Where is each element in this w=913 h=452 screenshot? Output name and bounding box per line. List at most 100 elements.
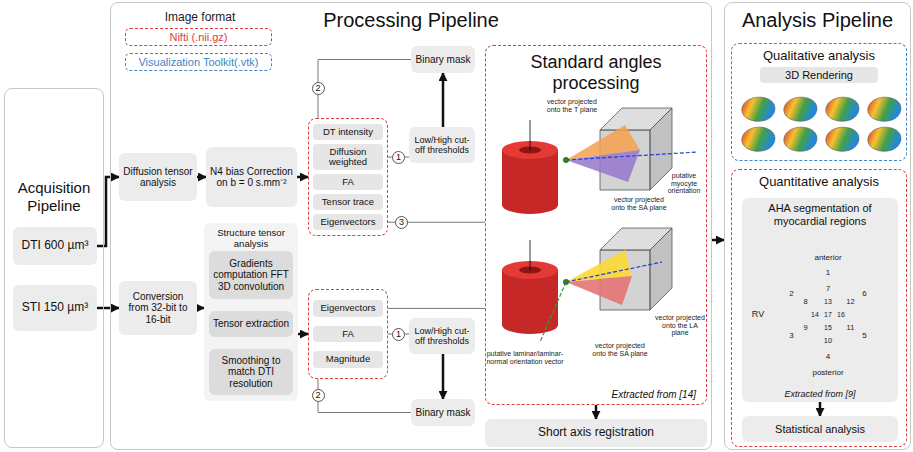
- process-box: Low/High cut-off thresholds: [409, 318, 475, 354]
- flow-arrow: [442, 354, 445, 399]
- node-label: DT intensity: [313, 124, 383, 140]
- annotation-label: RV: [752, 310, 764, 320]
- flow-arrow: [197, 176, 206, 179]
- segment-number: 2: [789, 290, 793, 299]
- segment-number: 14: [811, 311, 819, 319]
- legend-swatch: Nifti (.nii.gz): [125, 28, 272, 46]
- process-box: Smoothing to match DTI resolution: [209, 349, 293, 395]
- node-label: Qualitative analysis: [732, 48, 906, 63]
- node-label: Gradients computation FFT 3D convolution: [212, 258, 290, 292]
- node-label: Diffusion tensor analysis: [122, 166, 194, 188]
- node-sublabel: FA: [313, 326, 383, 342]
- callout-number: 2: [312, 82, 325, 95]
- flow-arrow: [442, 73, 445, 127]
- node-label: Tensor extraction: [213, 318, 289, 329]
- segment-number: 5: [862, 332, 866, 341]
- heart-renderings: [742, 97, 901, 151]
- process-box: DTI 600 µm³: [13, 227, 97, 265]
- annotation-label: posterior: [812, 369, 843, 378]
- segment-number: 12: [846, 298, 854, 306]
- node-sublabel: FA: [313, 174, 383, 190]
- pipeline-panel: Processing PipelineDiffusion tensor anal…: [110, 2, 712, 450]
- analysis-box: Quantitative analysisAHA segmentation of…: [731, 169, 907, 447]
- process-box: Diffusion tensor analysis: [119, 153, 197, 201]
- link-line: [318, 60, 411, 119]
- process-box: Conversion from 32-bit to 16-bit: [119, 281, 197, 335]
- flow-arrow: [712, 239, 724, 242]
- process-box: Binary mask: [411, 399, 475, 426]
- node-label: Analysis Pipeline: [725, 9, 910, 32]
- link-line: [388, 308, 485, 309]
- process-box: N4 bias Correction on b = 0 s.mm⁻²: [206, 147, 297, 207]
- segment-number: 7: [826, 285, 830, 293]
- annotation-label: vector projected onto the SA plane: [610, 196, 668, 211]
- node-label: Standard angles processing: [486, 52, 706, 93]
- flow-arrow: [297, 176, 308, 179]
- node-sublabel: Diffusion weighted: [313, 144, 383, 171]
- node-label: Low/High cut-off thresholds: [412, 135, 472, 155]
- annotation-label: putative myocyte orientation: [664, 172, 704, 195]
- flow-arrow: [819, 402, 822, 416]
- process-box: Binary mask: [411, 46, 475, 73]
- callout-number: 2: [312, 389, 325, 402]
- segment-number: 16: [837, 311, 845, 319]
- process-group: Structure tensor analysisGradients compu…: [204, 223, 298, 401]
- node-label: Binary mask: [415, 54, 470, 65]
- node-sublabel: Extracted from [9]: [742, 389, 898, 399]
- flow-arrow: [595, 405, 598, 419]
- node-sublabel: Eigenvectors: [313, 214, 383, 230]
- laminar-angle-figure: [502, 228, 672, 342]
- segment-number: 11: [847, 324, 855, 332]
- segment-number: 6: [862, 290, 866, 299]
- node-label: N4 bias Correction on b = 0 s.mm⁻²: [209, 166, 294, 188]
- node-sublabel: Magnitude: [313, 351, 383, 367]
- flow-arrow: [197, 307, 204, 310]
- output-group: DT intensityDiffusion weightedFA Tensor t…: [308, 118, 388, 236]
- node-label: Smoothing to match DTI resolution: [212, 355, 290, 389]
- node-label: Structure tensor analysis: [206, 227, 296, 249]
- process-box: Short axis registration: [485, 419, 707, 447]
- node-label: Quantitative analysis: [732, 174, 906, 189]
- legend-swatch: Visualization Toolkit(.vtk): [125, 53, 272, 71]
- node-label: Conversion from 32-bit to 16-bit: [122, 291, 194, 325]
- segment-number: 8: [803, 298, 807, 306]
- flow-arrow: [298, 333, 308, 336]
- segment-number: 1: [826, 269, 830, 278]
- annotation-label: vector projected onto the T plane: [546, 98, 598, 113]
- process-box: Statistical analysis: [742, 416, 898, 442]
- segment-number: 13: [824, 298, 832, 306]
- analysis-box: Qualitative analysis 3D Rendering: [731, 43, 907, 161]
- segment-number: 15: [824, 324, 832, 332]
- node-sublabel: Extracted from [14]: [612, 389, 696, 400]
- pipeline-panel: Analysis PipelineQualitative analysis 3D …: [724, 2, 911, 450]
- node-label: Short axis registration: [538, 426, 654, 439]
- annotation-label: anterior: [814, 254, 841, 263]
- process-box: Low/High cut-off thresholds: [409, 127, 475, 163]
- segment-number: 17: [824, 311, 832, 319]
- segment-number: 9: [803, 324, 807, 332]
- node-label: Low/High cut-off thresholds: [412, 326, 472, 346]
- annotation-label: vector projected onto the SA plane: [590, 342, 650, 357]
- segment-number: 3: [789, 332, 793, 341]
- myocyte-angle-figure: [502, 108, 698, 214]
- node-sublabel: 3D Rendering: [760, 67, 878, 83]
- annotation-label: Image format: [165, 11, 236, 24]
- legend-label: Nifti (.nii.gz): [169, 31, 227, 43]
- output-group: EigenvectorsFA Magnitude: [308, 289, 388, 379]
- process-box: Gradients computation FFT 3D convolution: [209, 251, 293, 299]
- segment-number: 4: [826, 353, 830, 362]
- node-label: Eigenvectors: [313, 300, 383, 316]
- node-label: Acquisition Pipeline: [5, 179, 103, 215]
- node-label: Binary mask: [415, 407, 470, 418]
- node-label: AHA segmentation of myocardial regions: [748, 202, 892, 227]
- flow-arrow: [97, 307, 119, 310]
- node-label: DTI 600 µm³: [22, 239, 89, 252]
- node-label: STI 150 µm³: [22, 301, 88, 314]
- link-line: [318, 379, 411, 413]
- callout-number: 1: [392, 151, 405, 164]
- node-sublabel: Tensor trace: [313, 194, 383, 210]
- annotation-label: putative laminar/laminar-normal orientat…: [484, 350, 566, 365]
- annotation-label: vector projected onto the LA plane: [655, 314, 705, 337]
- callout-number: 3: [395, 216, 408, 229]
- process-box: STI 150 µm³: [13, 285, 97, 331]
